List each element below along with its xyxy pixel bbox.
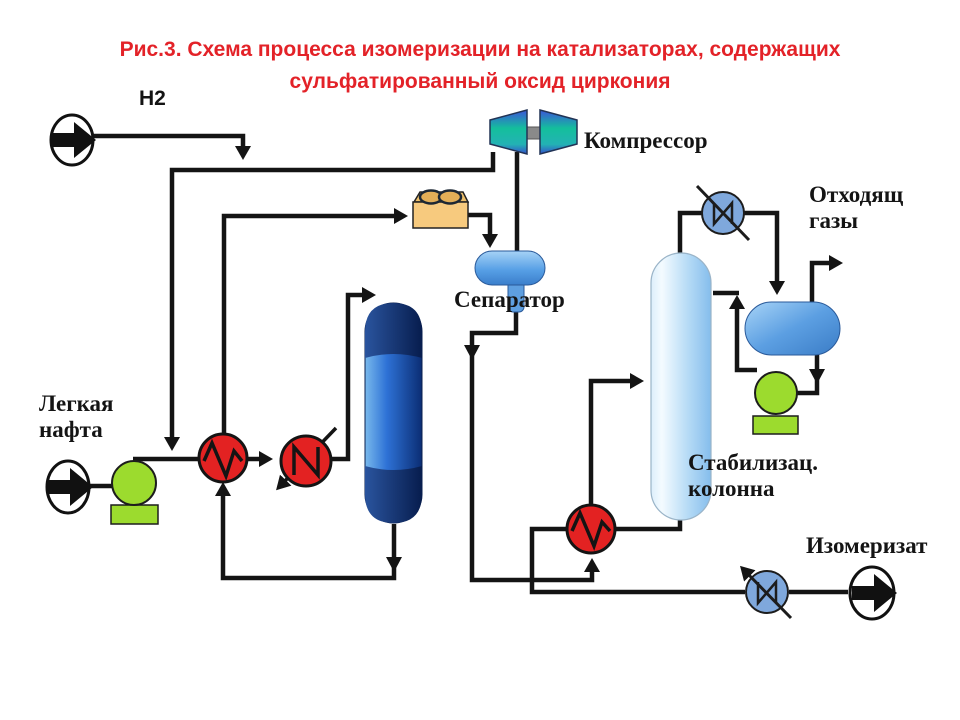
stabilizer-column <box>650 252 712 521</box>
arrow-sepliquid-down-icon <box>464 345 480 360</box>
arrow-drum-down-icon <box>809 369 825 384</box>
pipe-reactor-effluent <box>215 482 397 581</box>
pump-casing <box>111 460 157 506</box>
label-offgas: Отходящ газы <box>809 182 904 234</box>
reflux-drum <box>744 301 841 356</box>
isomerizate-outlet-symbol <box>848 565 897 621</box>
pump-base <box>110 504 159 525</box>
pipe-dryer-to-separator <box>468 212 498 248</box>
label-light-naphtha: Легкая нафта <box>39 391 114 443</box>
figure-title: Рис.3. Схема процесса изомеризации на ка… <box>119 38 841 93</box>
pipe-h2-feed <box>93 133 251 160</box>
pump-base <box>752 415 799 435</box>
cooler-utility-line <box>695 184 751 242</box>
separator-vessel <box>474 250 546 313</box>
product-cooler <box>740 565 793 620</box>
label-isomerizate: Изомеризат <box>806 533 928 558</box>
exchanger-coil-icon <box>570 508 612 551</box>
stream-arrow-icon <box>52 122 96 158</box>
pipe-condenser-to-drum <box>744 210 785 295</box>
dryer-body <box>412 201 469 229</box>
pipe-column-bottoms-2 <box>529 526 745 595</box>
light-naphtha-inlet-symbol <box>45 459 93 515</box>
exchanger-coil-icon <box>202 438 244 482</box>
exchanger-coil-icon <box>292 442 320 480</box>
label-compressor: Компрессор <box>584 128 708 153</box>
dryer-port-icon <box>437 189 463 205</box>
flow-arrows <box>386 345 825 572</box>
label-separator: Сепаратор <box>454 287 565 312</box>
arrow-effluent-down-icon <box>386 557 402 572</box>
label-stabilizer-column: Стабилизац. колонна <box>688 450 819 502</box>
reactor-bottom-head <box>365 466 422 523</box>
label-h2: Н2 <box>139 87 166 110</box>
pipe-feed-to-reactor <box>327 287 376 462</box>
pipe-separator-liquid <box>469 310 600 583</box>
stream-arrow-icon <box>852 574 897 612</box>
reactor-top-head <box>365 303 422 358</box>
reflux-pump <box>752 371 799 435</box>
pipe-effluent-to-dryer <box>221 208 408 434</box>
dryer-vessel <box>412 189 470 229</box>
isomerization-reactor <box>364 302 423 524</box>
pipe-offgas <box>809 255 843 303</box>
compressor-wheel-left <box>489 109 528 155</box>
cooler-utility-line <box>740 565 793 620</box>
pipe-recycle-gas <box>164 152 496 451</box>
separator-shell <box>474 250 546 286</box>
feed-effluent-exchanger <box>197 432 249 484</box>
reboiler-exchanger <box>565 503 617 555</box>
compressor-wheel-right <box>539 109 578 155</box>
pipe-column-overhead <box>677 210 702 257</box>
pipe-column-feed <box>588 373 644 507</box>
recycle-compressor <box>489 109 578 155</box>
pump-casing <box>754 371 798 415</box>
feed-heater-exchanger <box>279 434 333 488</box>
overhead-condenser <box>695 184 751 242</box>
h2-inlet-symbol <box>49 113 96 167</box>
pipe-reflux-riser <box>729 295 757 373</box>
stream-arrow-icon <box>48 468 93 506</box>
naphtha-feed-pump <box>110 460 159 525</box>
